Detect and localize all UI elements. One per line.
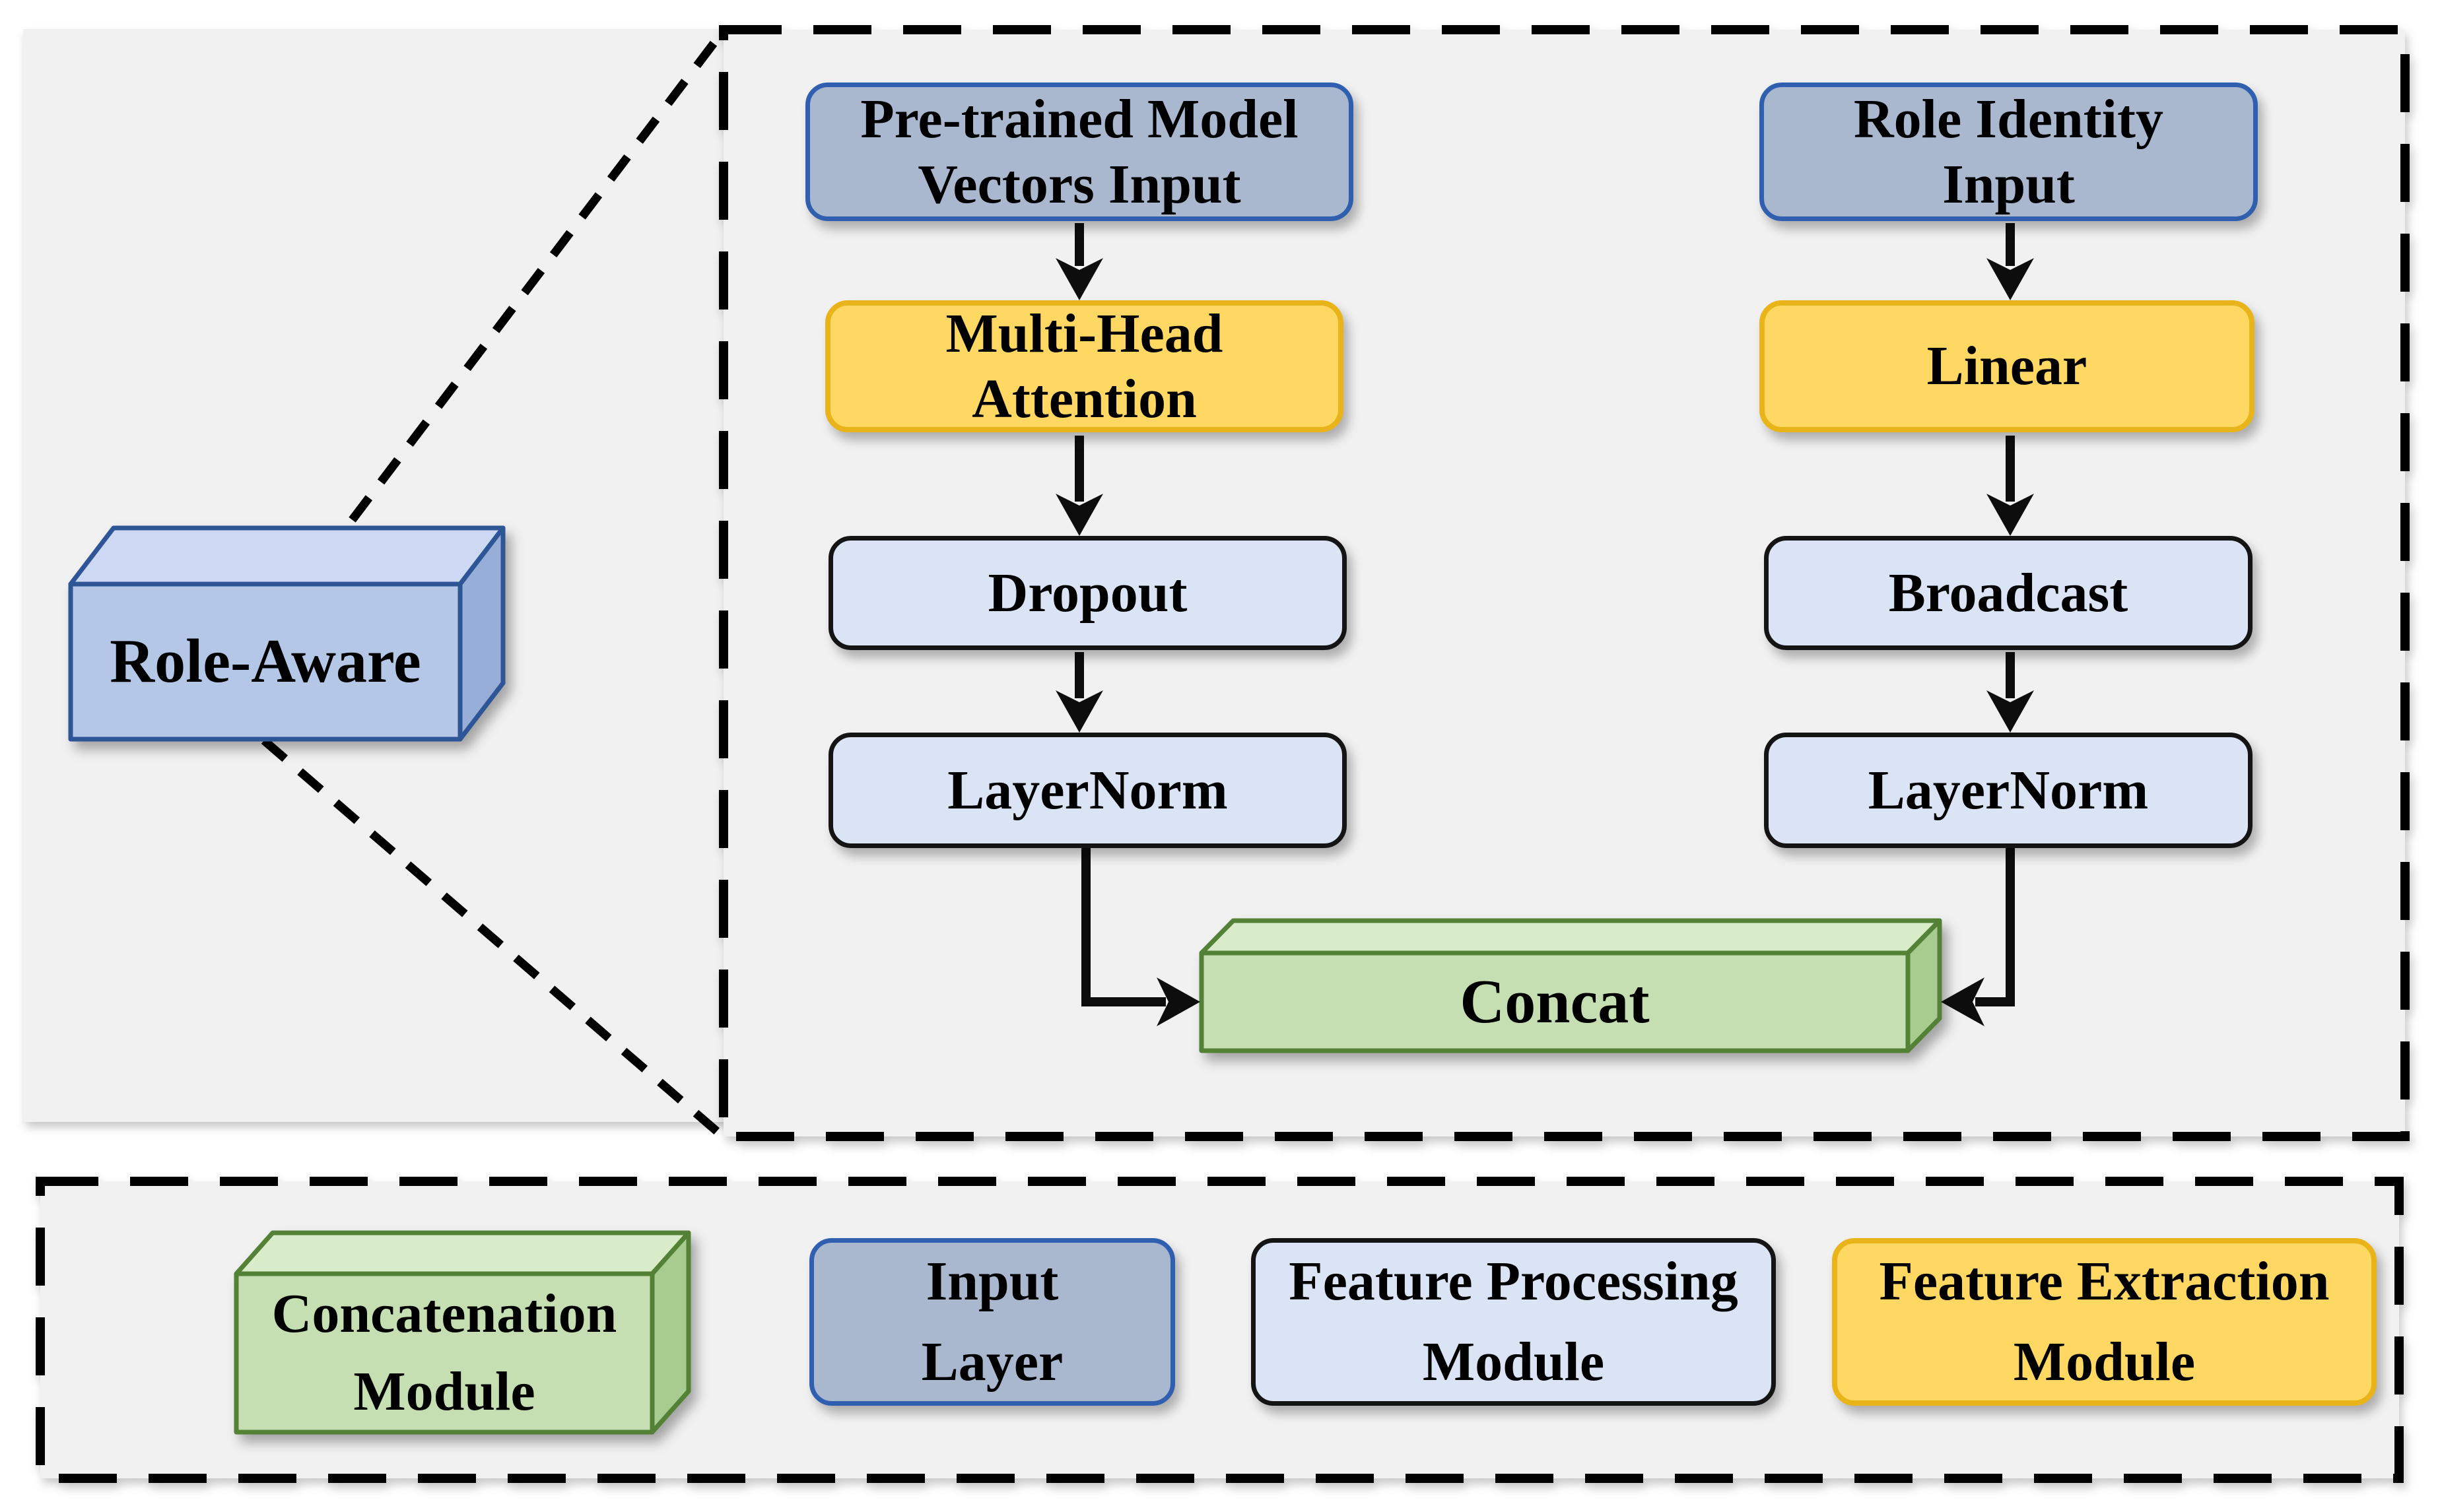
node-label-line: Vectors Input [918,154,1241,215]
legend-label-line: Input [926,1251,1059,1313]
arrow-broadcast-to-layernorm [1986,652,2034,733]
node-linear: Linear [1759,300,2254,432]
role-aware-3d-box [68,525,506,742]
arrow-dropout-to-layernorm [1056,652,1103,733]
connector-layernorm-left-to-concat [1081,848,1200,1026]
node-pretrained-model-vectors-input: Pre-trained Model Vectors Input [805,82,1353,221]
node-label-line: Role-Aware [110,627,421,696]
legend-label-line: Feature Extraction [1879,1251,2330,1313]
node-label-line: Linear [1926,335,2087,397]
legend-label-line: Module [1422,1331,1605,1393]
connector-layernorm-right-to-concat [1941,848,2015,1026]
legend-concatenation-label: Concatenation Module [236,1274,652,1432]
node-label-line: Broadcast [1888,562,2128,624]
node-label-line: Attention [972,368,1197,430]
legend-feature-extraction-module: Feature Extraction Module [1832,1238,2377,1406]
legend-concatenation-3d-box [234,1230,691,1435]
node-label-line: LayerNorm [1868,759,2149,821]
node-label-line: Dropout [988,562,1188,624]
legend-label-line: Module [2013,1331,2196,1393]
node-label-line: LayerNorm [947,759,1228,821]
node-layernorm-right: LayerNorm [1764,733,2253,848]
node-label-line: Concat [1460,967,1650,1036]
node-broadcast: Broadcast [1764,536,2253,650]
legend-feature-processing-module: Feature Processing Module [1251,1238,1776,1406]
arrow-linear-to-broadcast [1986,436,2034,536]
legend-label-line: Concatenation [271,1283,617,1345]
node-label-line: Input [1942,154,2075,215]
arrow-pretrained-to-mha [1056,223,1103,300]
node-layernorm-left: LayerNorm [829,733,1347,848]
concat-3d-box [1199,918,1942,1053]
arrow-mha-to-dropout [1056,436,1103,536]
role-aware-label: Role-Aware [71,584,460,739]
concat-label: Concat [1202,953,1908,1051]
legend-label-line: Module [353,1361,535,1422]
legend-label-line: Feature Processing [1289,1251,1738,1313]
callout-line-top [320,30,726,560]
node-role-identity-input: Role Identity Input [1759,82,2258,221]
node-label-line: Multi-Head [945,302,1223,364]
node-label-line: Pre-trained Model [860,88,1299,150]
arrow-roleidentity-to-linear [1986,223,2034,300]
legend-input-layer: Input Layer [809,1238,1175,1406]
node-dropout: Dropout [829,536,1347,650]
node-label-line: Role Identity [1854,88,2163,150]
node-multi-head-attention: Multi-Head Attention [825,300,1343,432]
callout-line-bottom [261,737,722,1136]
legend-label-line: Layer [921,1331,1064,1393]
